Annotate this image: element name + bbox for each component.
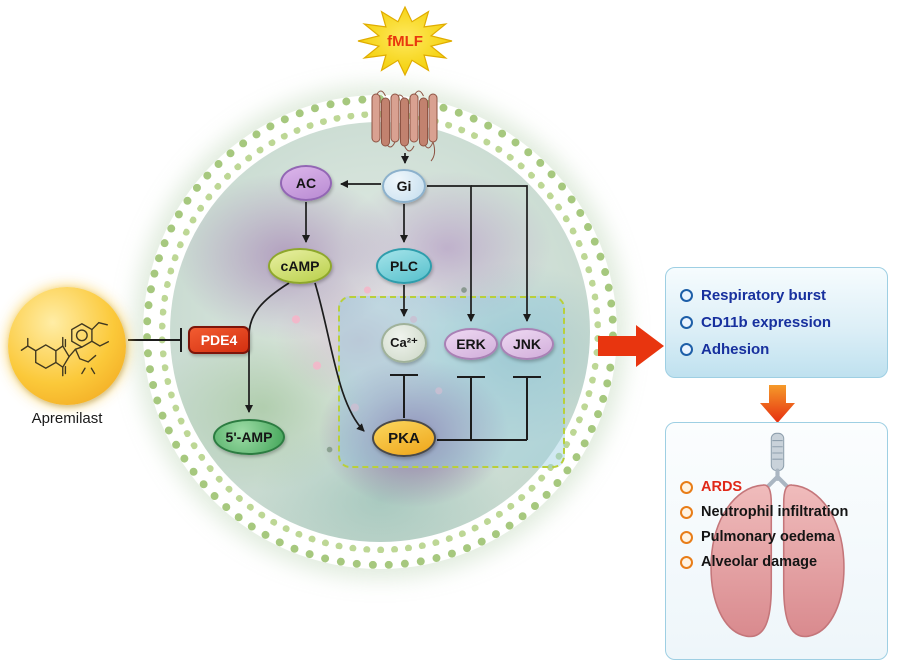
progression-arrow-icon [760,385,795,423]
effect-item: Respiratory burst [680,287,873,304]
bullet-icon [680,555,693,569]
apremilast-molecule-badge [8,287,126,405]
pathology-label: Alveolar damage [701,554,818,570]
node-jnk: JNK [500,328,554,360]
effect-item: CD11b expression [680,314,873,331]
node-5amp: 5'-AMP [213,419,285,455]
bullet-icon [680,289,693,302]
pathology-item: Alveolar damage [680,554,848,570]
pathology-item: Pulmonary oedema [680,529,848,545]
pathology-label: ARDS [701,479,743,495]
node-calcium: Ca²⁺ [381,323,427,363]
bullet-icon [680,480,693,494]
node-calcium-label: Ca²⁺ [390,335,418,350]
node-5amp-label: 5'-AMP [225,429,273,445]
node-ac-label: AC [295,175,317,191]
fmlf-ligand-badge: fMLF [357,4,453,78]
node-pka-label: PKA [388,429,420,447]
apremilast-structure-icon [20,321,110,377]
node-gi: Gi [382,169,426,203]
node-pka: PKA [372,419,436,457]
fmlf-label: fMLF [387,32,423,50]
node-erk: ERK [444,328,498,360]
gpcr-receptor-icon [371,90,438,162]
apremilast-label: Apremilast [31,410,103,427]
node-pde4-label: PDE4 [200,332,238,348]
bullet-icon [680,316,693,329]
node-ac: AC [280,165,332,201]
bullet-icon [680,343,693,356]
pathology-item: Neutrophil infiltration [680,504,848,520]
effect-item: Adhesion [680,341,873,358]
node-plc: PLC [376,248,432,284]
pathology-label: Neutrophil infiltration [701,504,849,520]
node-camp: cAMP [268,248,332,284]
cell-effects-panel: Respiratory burst CD11b expression Adhes… [665,267,888,378]
node-jnk-label: JNK [512,336,541,352]
effect-label: CD11b expression [701,314,832,331]
node-camp-label: cAMP [280,258,320,274]
bullet-icon [680,530,693,544]
bullet-icon [680,505,693,519]
node-plc-label: PLC [390,258,418,274]
node-erk-label: ERK [456,336,486,352]
pathology-item: ARDS [680,479,848,495]
effect-label: Adhesion [701,341,770,358]
pathology-label: Pulmonary oedema [701,529,835,545]
effect-label: Respiratory burst [701,287,827,304]
starburst-icon [357,5,453,77]
node-pde4: PDE4 [188,326,250,354]
lungs-illustration [710,432,845,638]
lung-pathology-panel: ARDS Neutrophil infiltration Pulmonary o… [665,422,888,660]
pathology-list: ARDS Neutrophil infiltration Pulmonary o… [680,479,848,570]
node-gi-label: Gi [396,178,412,194]
